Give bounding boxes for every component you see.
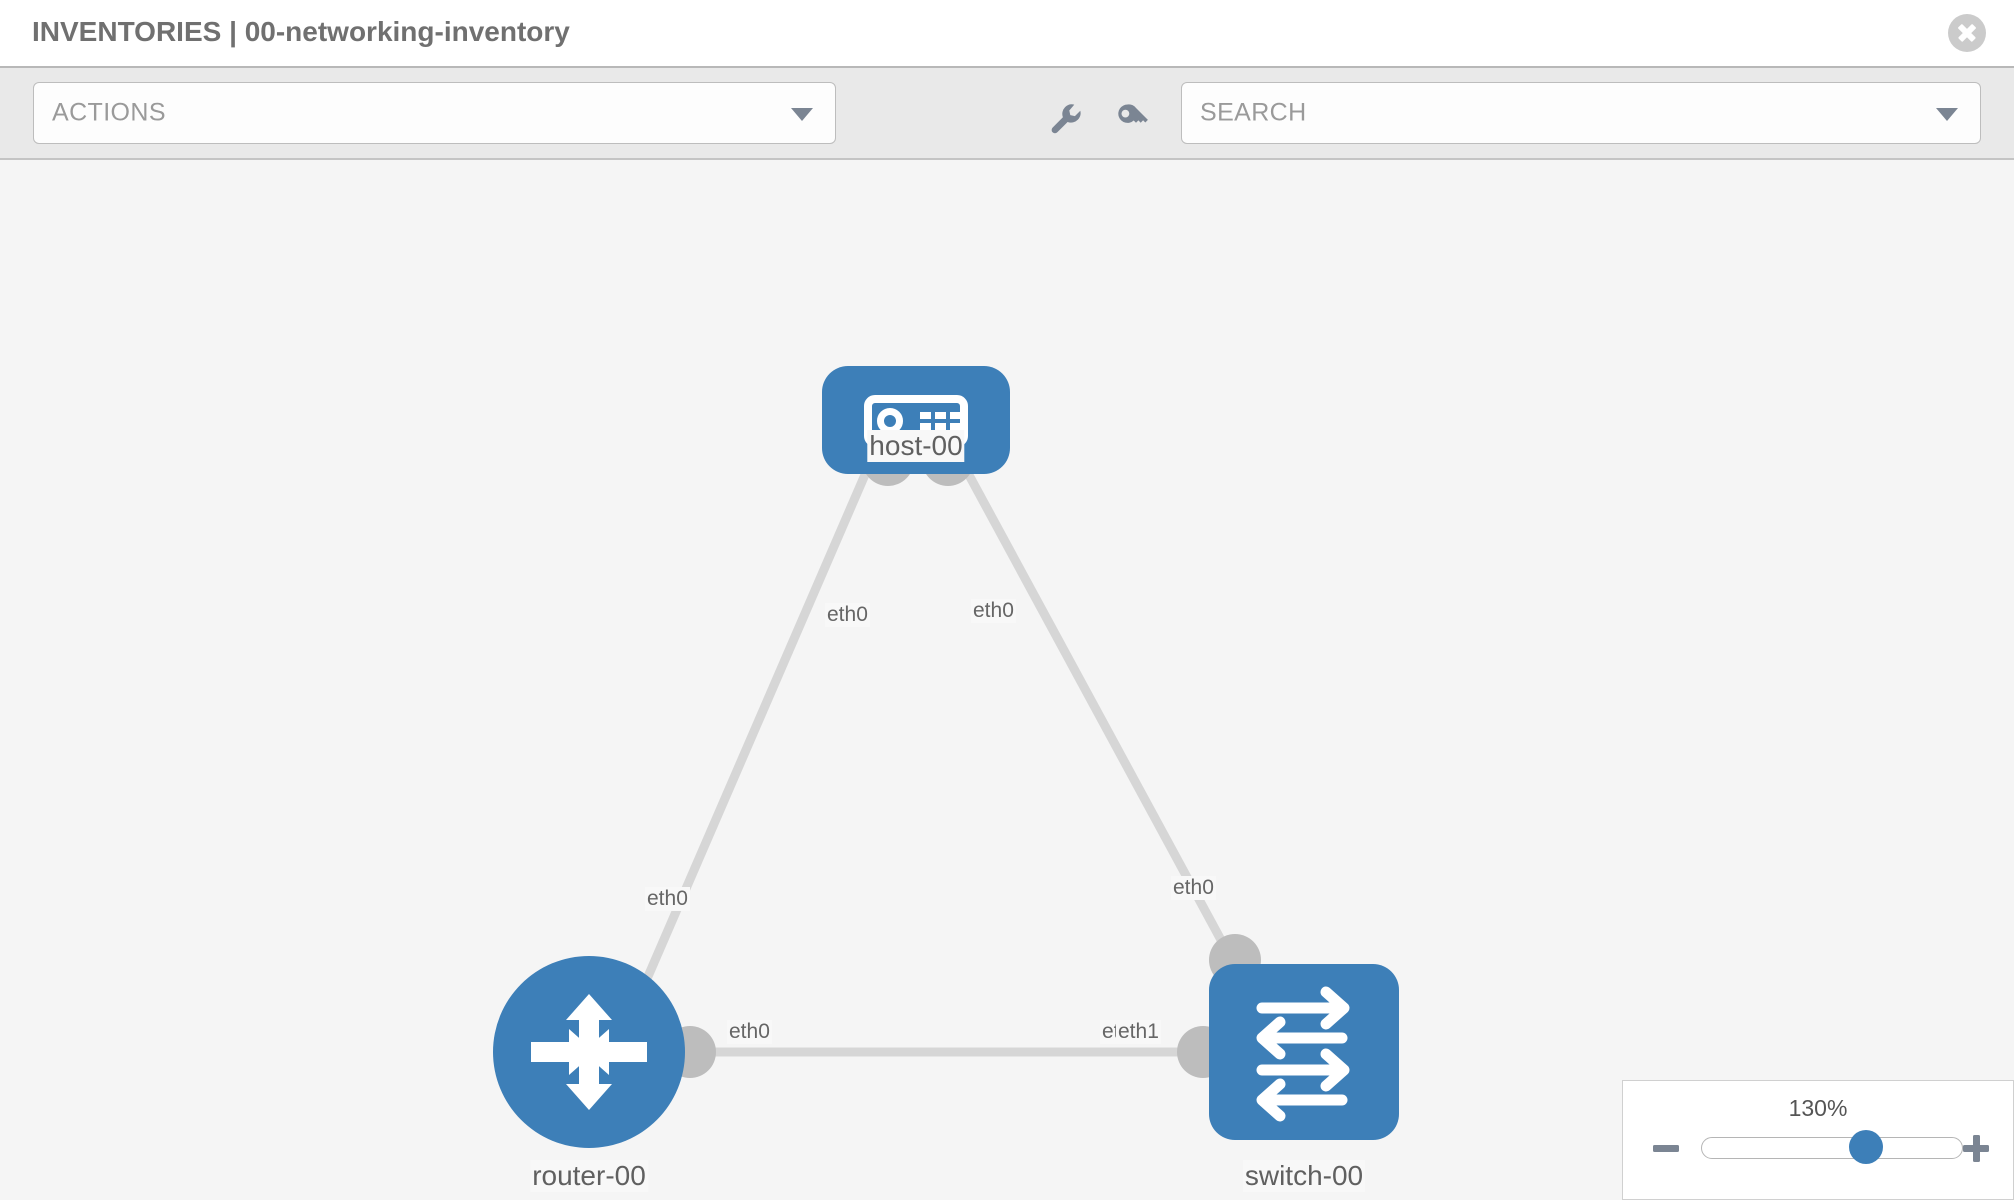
edge-label-switch00-eth1-left: eth1: [1116, 1020, 1161, 1044]
actions-dropdown-label: ACTIONS: [52, 98, 166, 127]
topology-canvas[interactable]: host-00 router-00 switch-00 eth0 eth0 et…: [0, 160, 2014, 1200]
node-switch-00-shape[interactable]: [1209, 964, 1399, 1140]
node-router-00[interactable]: [493, 956, 685, 1148]
edge-label-host00-eth0-left: eth0: [825, 603, 870, 627]
zoom-slider-thumb[interactable]: [1848, 1130, 1883, 1164]
node-label-router-00[interactable]: router-00: [530, 1160, 648, 1192]
node-switch-00[interactable]: [1209, 964, 1399, 1140]
zoom-control-panel: 130%: [1622, 1080, 2014, 1200]
edge-label-switch00-eth0-up: eth0: [1171, 876, 1216, 900]
page-title: INVENTORIES | 00-networking-inventory: [32, 16, 570, 47]
wrench-icon[interactable]: [1044, 98, 1084, 138]
search-input-placeholder: SEARCH: [1200, 98, 1307, 127]
zoom-out-button[interactable]: [1651, 1133, 1681, 1163]
key-icon[interactable]: [1112, 98, 1152, 138]
switch-arrows-icon: [1256, 986, 1350, 1122]
chevron-down-icon: [1936, 108, 1958, 121]
edge-label-host00-eth0-right: eth0: [971, 599, 1016, 623]
zoom-percent-label: 130%: [1788, 1095, 1848, 1121]
topology-connectors: [664, 434, 1261, 1078]
actions-dropdown[interactable]: ACTIONS: [33, 82, 836, 144]
search-dropdown[interactable]: SEARCH: [1181, 82, 1981, 144]
node-label-host-00[interactable]: host-00: [867, 430, 965, 462]
topology-graph: [493, 366, 1399, 1148]
close-icon[interactable]: [1948, 14, 1986, 52]
link-host00-router00[interactable]: [635, 438, 885, 997]
toolbar: ACTIONS SEARCH: [0, 68, 2014, 160]
edge-label-router00-eth0-up: eth0: [645, 887, 690, 911]
node-label-switch-00[interactable]: switch-00: [1242, 1160, 1366, 1192]
page-header: INVENTORIES | 00-networking-inventory: [0, 0, 2014, 68]
router-arrows-icon: [531, 994, 647, 1110]
edge-label-router00-eth0-right: eth0: [727, 1020, 772, 1044]
zoom-slider-track[interactable]: [1701, 1130, 1963, 1164]
chevron-down-icon: [791, 108, 813, 121]
topology-links: [635, 437, 1244, 1057]
zoom-in-button[interactable]: [1961, 1133, 1991, 1163]
